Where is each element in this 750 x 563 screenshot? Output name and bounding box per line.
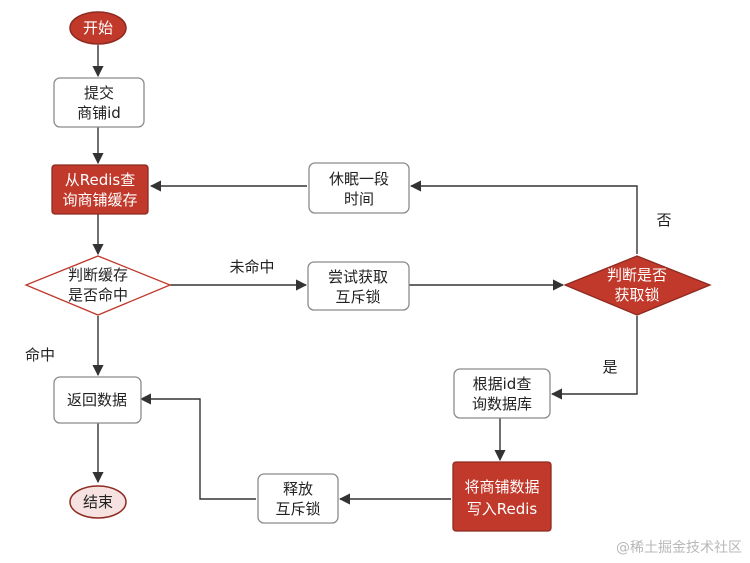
write-label-line1: 将商铺数据: [464, 478, 539, 496]
sleep-label-line2: 时间: [344, 190, 374, 208]
query-database-node: 根据id查 询数据库: [453, 368, 551, 419]
return-data-node: 返回数据: [53, 376, 142, 424]
query-label-line1: 从Redis查: [65, 171, 135, 189]
start-label: 开始: [83, 19, 113, 37]
edge-label-yes: 是: [602, 358, 617, 376]
trylock-label-line1: 尝试获取: [328, 268, 388, 286]
edge-lockcheck-to-querydb: [550, 316, 638, 400]
lockcheck-label-line2: 获取锁: [614, 286, 659, 304]
sleep-node: 休眠一段 时间: [308, 162, 410, 214]
edge-label-miss: 未命中: [229, 258, 274, 276]
write-label-line2: 写入Redis: [467, 500, 538, 518]
submit-shop-id-node: 提交 商铺id: [53, 77, 145, 128]
write-redis-node: 将商铺数据 写入Redis: [452, 461, 552, 532]
edge-label-hit: 命中: [25, 346, 55, 364]
lock-acquired-decision-node: 判断是否 获取锁: [563, 255, 712, 316]
release-lock-node: 释放 互斥锁: [257, 473, 339, 524]
try-lock-node: 尝试获取 互斥锁: [307, 261, 410, 311]
querydb-label-line2: 询数据库: [472, 395, 532, 413]
submit-label-line1: 提交: [84, 84, 114, 102]
edge-label-no: 否: [656, 211, 671, 229]
edge-release-to-return: [139, 393, 256, 500]
watermark: @稀土掘金技术社区: [616, 540, 742, 556]
querydb-label-line1: 根据id查: [473, 375, 532, 393]
check-label-line2: 是否命中: [68, 286, 128, 304]
lockcheck-label-line1: 判断是否: [607, 266, 667, 284]
sleep-label-line1: 休眠一段: [329, 170, 389, 188]
end-label: 结束: [83, 493, 113, 511]
return-data-label: 返回数据: [67, 391, 127, 409]
edges: [92, 45, 638, 505]
release-label-line1: 释放: [283, 480, 313, 498]
release-label-line2: 互斥锁: [275, 500, 320, 518]
query-label-line2: 询商铺缓存: [62, 191, 137, 209]
query-redis-cache-node: 从Redis查 询商铺缓存: [51, 164, 149, 215]
end-node: 结束: [69, 485, 127, 519]
start-node: 开始: [69, 11, 127, 45]
submit-label-line2: 商铺id: [77, 104, 121, 122]
edge-lockcheck-to-sleep: [409, 180, 638, 254]
trylock-label-line2: 互斥锁: [335, 288, 380, 306]
cache-hit-decision-node: 判断缓存 是否命中: [24, 255, 172, 316]
check-label-line1: 判断缓存: [68, 266, 128, 284]
